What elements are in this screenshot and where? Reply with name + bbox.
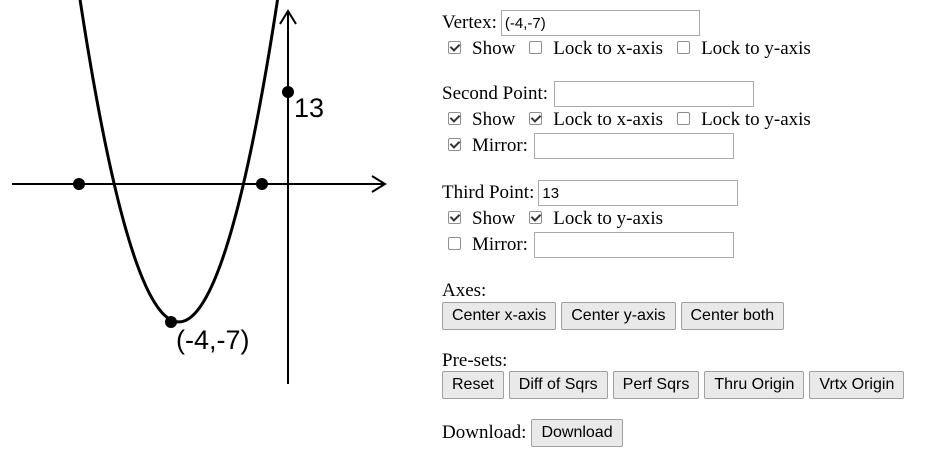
y-intercept-point[interactable]	[282, 86, 294, 98]
axes-buttons-row: Center x-axis Center y-axis Center both	[442, 301, 789, 331]
parabola-curve	[78, 0, 280, 324]
control-panel: Vertex: Show Lock to x-axis Lock to y-ax…	[442, 0, 922, 464]
third-point-lock-y-checkbox[interactable]	[529, 210, 543, 224]
second-point-mirror-checkbox[interactable]	[448, 137, 461, 151]
third-point-options-row: Show Lock to y-axis	[442, 206, 671, 232]
vertex-options-row: Show Lock to x-axis Lock to y-axis	[442, 36, 819, 62]
vertex-label: (-4,-7)	[176, 325, 250, 355]
center-both-button[interactable]: Center both	[680, 302, 785, 330]
vertex-lock-y-label: Lock to y-axis	[701, 38, 811, 59]
download-label: Download:	[442, 422, 527, 443]
download-button[interactable]: Download	[531, 419, 623, 447]
second-point-options-row: Show Lock to x-axis Lock to y-axis	[442, 107, 819, 133]
center-x-axis-button[interactable]: Center x-axis	[442, 302, 557, 330]
second-point-mirror-label: Mirror:	[472, 135, 528, 156]
preset-reset-button[interactable]: Reset	[442, 371, 504, 399]
third-point-show-label: Show	[472, 208, 516, 229]
second-point-show-checkbox[interactable]	[448, 111, 461, 125]
third-point-mirror-checkbox[interactable]	[448, 236, 461, 250]
preset-vrtx-origin-button[interactable]: Vrtx Origin	[809, 371, 905, 399]
third-point-mirror-input[interactable]	[533, 232, 734, 258]
presets-label: Pre-sets:	[442, 350, 508, 371]
preset-perf-sqrs-button[interactable]: Perf Sqrs	[612, 371, 700, 399]
x-intercept-right-point[interactable]	[256, 178, 268, 190]
third-point-lock-y-label: Lock to y-axis	[553, 208, 664, 229]
y-axis-arrow	[279, 9, 297, 25]
vertex-lock-y-checkbox[interactable]	[677, 40, 691, 54]
second-point-lock-y-checkbox[interactable]	[677, 111, 691, 125]
axes-heading-row: Axes:	[442, 278, 486, 304]
second-point-label: Second Point:	[442, 83, 549, 104]
parabola-graph[interactable]: (-4,-7) 13	[0, 0, 420, 464]
vertex-show-checkbox[interactable]	[448, 40, 461, 54]
second-point-lock-x-label: Lock to x-axis	[553, 109, 664, 130]
download-row: Download: Download	[442, 418, 628, 448]
x-intercept-left-point[interactable]	[73, 178, 85, 190]
center-y-axis-button[interactable]: Center y-axis	[561, 302, 676, 330]
vertex-lock-x-label: Lock to x-axis	[553, 38, 664, 59]
third-point-mirror-row: Mirror:	[442, 232, 734, 258]
second-point-input[interactable]	[554, 81, 755, 107]
preset-diff-of-sqrs-button[interactable]: Diff of Sqrs	[508, 371, 608, 399]
second-point-show-label: Show	[472, 109, 516, 130]
vertex-row: Vertex:	[442, 10, 700, 36]
axes-label: Axes:	[442, 280, 487, 301]
x-axis-arrow	[371, 175, 387, 193]
vertex-lock-x-checkbox[interactable]	[529, 40, 543, 54]
presets-buttons-row: Reset Diff of Sqrs Perf Sqrs Thru Origin…	[442, 370, 909, 400]
third-point-show-checkbox[interactable]	[448, 210, 461, 224]
third-point-input[interactable]	[538, 180, 739, 206]
third-point-mirror-label: Mirror:	[472, 234, 528, 255]
second-point-mirror-input[interactable]	[533, 133, 734, 159]
second-point-row: Second Point:	[442, 81, 755, 107]
third-point-label: Third Point:	[442, 182, 535, 203]
preset-thru-origin-button[interactable]: Thru Origin	[704, 371, 805, 399]
vertex-show-label: Show	[472, 38, 516, 59]
vertex-input[interactable]	[500, 10, 700, 36]
vertex-label: Vertex:	[442, 12, 497, 33]
second-point-lock-y-label: Lock to y-axis	[701, 109, 811, 130]
second-point-mirror-row: Mirror:	[442, 133, 734, 159]
vertex-point[interactable]	[165, 316, 177, 328]
third-point-row: Third Point:	[442, 180, 739, 206]
y-intercept-label: 13	[294, 93, 324, 123]
second-point-lock-x-checkbox[interactable]	[529, 111, 543, 125]
presets-heading-row: Pre-sets:	[442, 348, 507, 374]
